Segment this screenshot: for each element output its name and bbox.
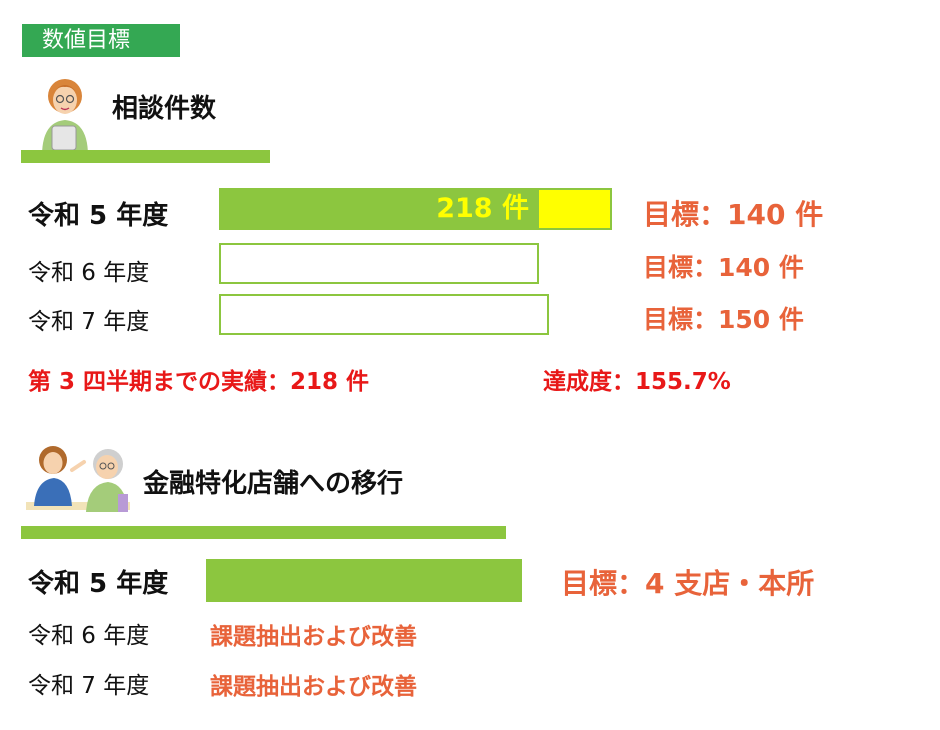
section-tag: 数値目標 (22, 24, 180, 57)
goal-text: 目標：140 件 (643, 253, 804, 282)
row-label: 令和 5 年度 (28, 569, 169, 599)
row-label: 令和 6 年度 (28, 260, 150, 286)
row-label: 令和 7 年度 (28, 673, 150, 699)
consultation-people-icon (26, 440, 130, 522)
goal-text: 目標：140 件 (643, 198, 824, 231)
progress-bar (219, 294, 549, 335)
section-title-migration: 金融特化店舗への移行 (143, 469, 404, 499)
goal-text: 目標：4 支店・本所 (561, 567, 815, 600)
progress-bar-fill (221, 190, 539, 228)
result-text: 第 3 四半期までの実績：218 件 (28, 369, 370, 395)
progress-bar-overflow (539, 190, 610, 228)
achievement-text: 達成度：155.7% (543, 369, 731, 395)
section-divider (21, 150, 270, 163)
plan-note: 課題抽出および改善 (210, 624, 417, 650)
plan-note: 課題抽出および改善 (210, 674, 417, 700)
progress-bar: 218 件 (219, 188, 612, 230)
row-label: 令和 6 年度 (28, 623, 150, 649)
progress-bar (219, 243, 539, 284)
goal-text: 目標：150 件 (643, 305, 804, 334)
section-title-consult: 相談件数 (112, 94, 217, 124)
progress-bar-fill (206, 559, 522, 602)
row-label: 令和 7 年度 (28, 309, 150, 335)
woman-with-clipboard-icon (36, 70, 94, 156)
row-label: 令和 5 年度 (28, 201, 169, 231)
bar-value-label: 218 件 (436, 193, 529, 224)
section-divider (21, 526, 506, 539)
